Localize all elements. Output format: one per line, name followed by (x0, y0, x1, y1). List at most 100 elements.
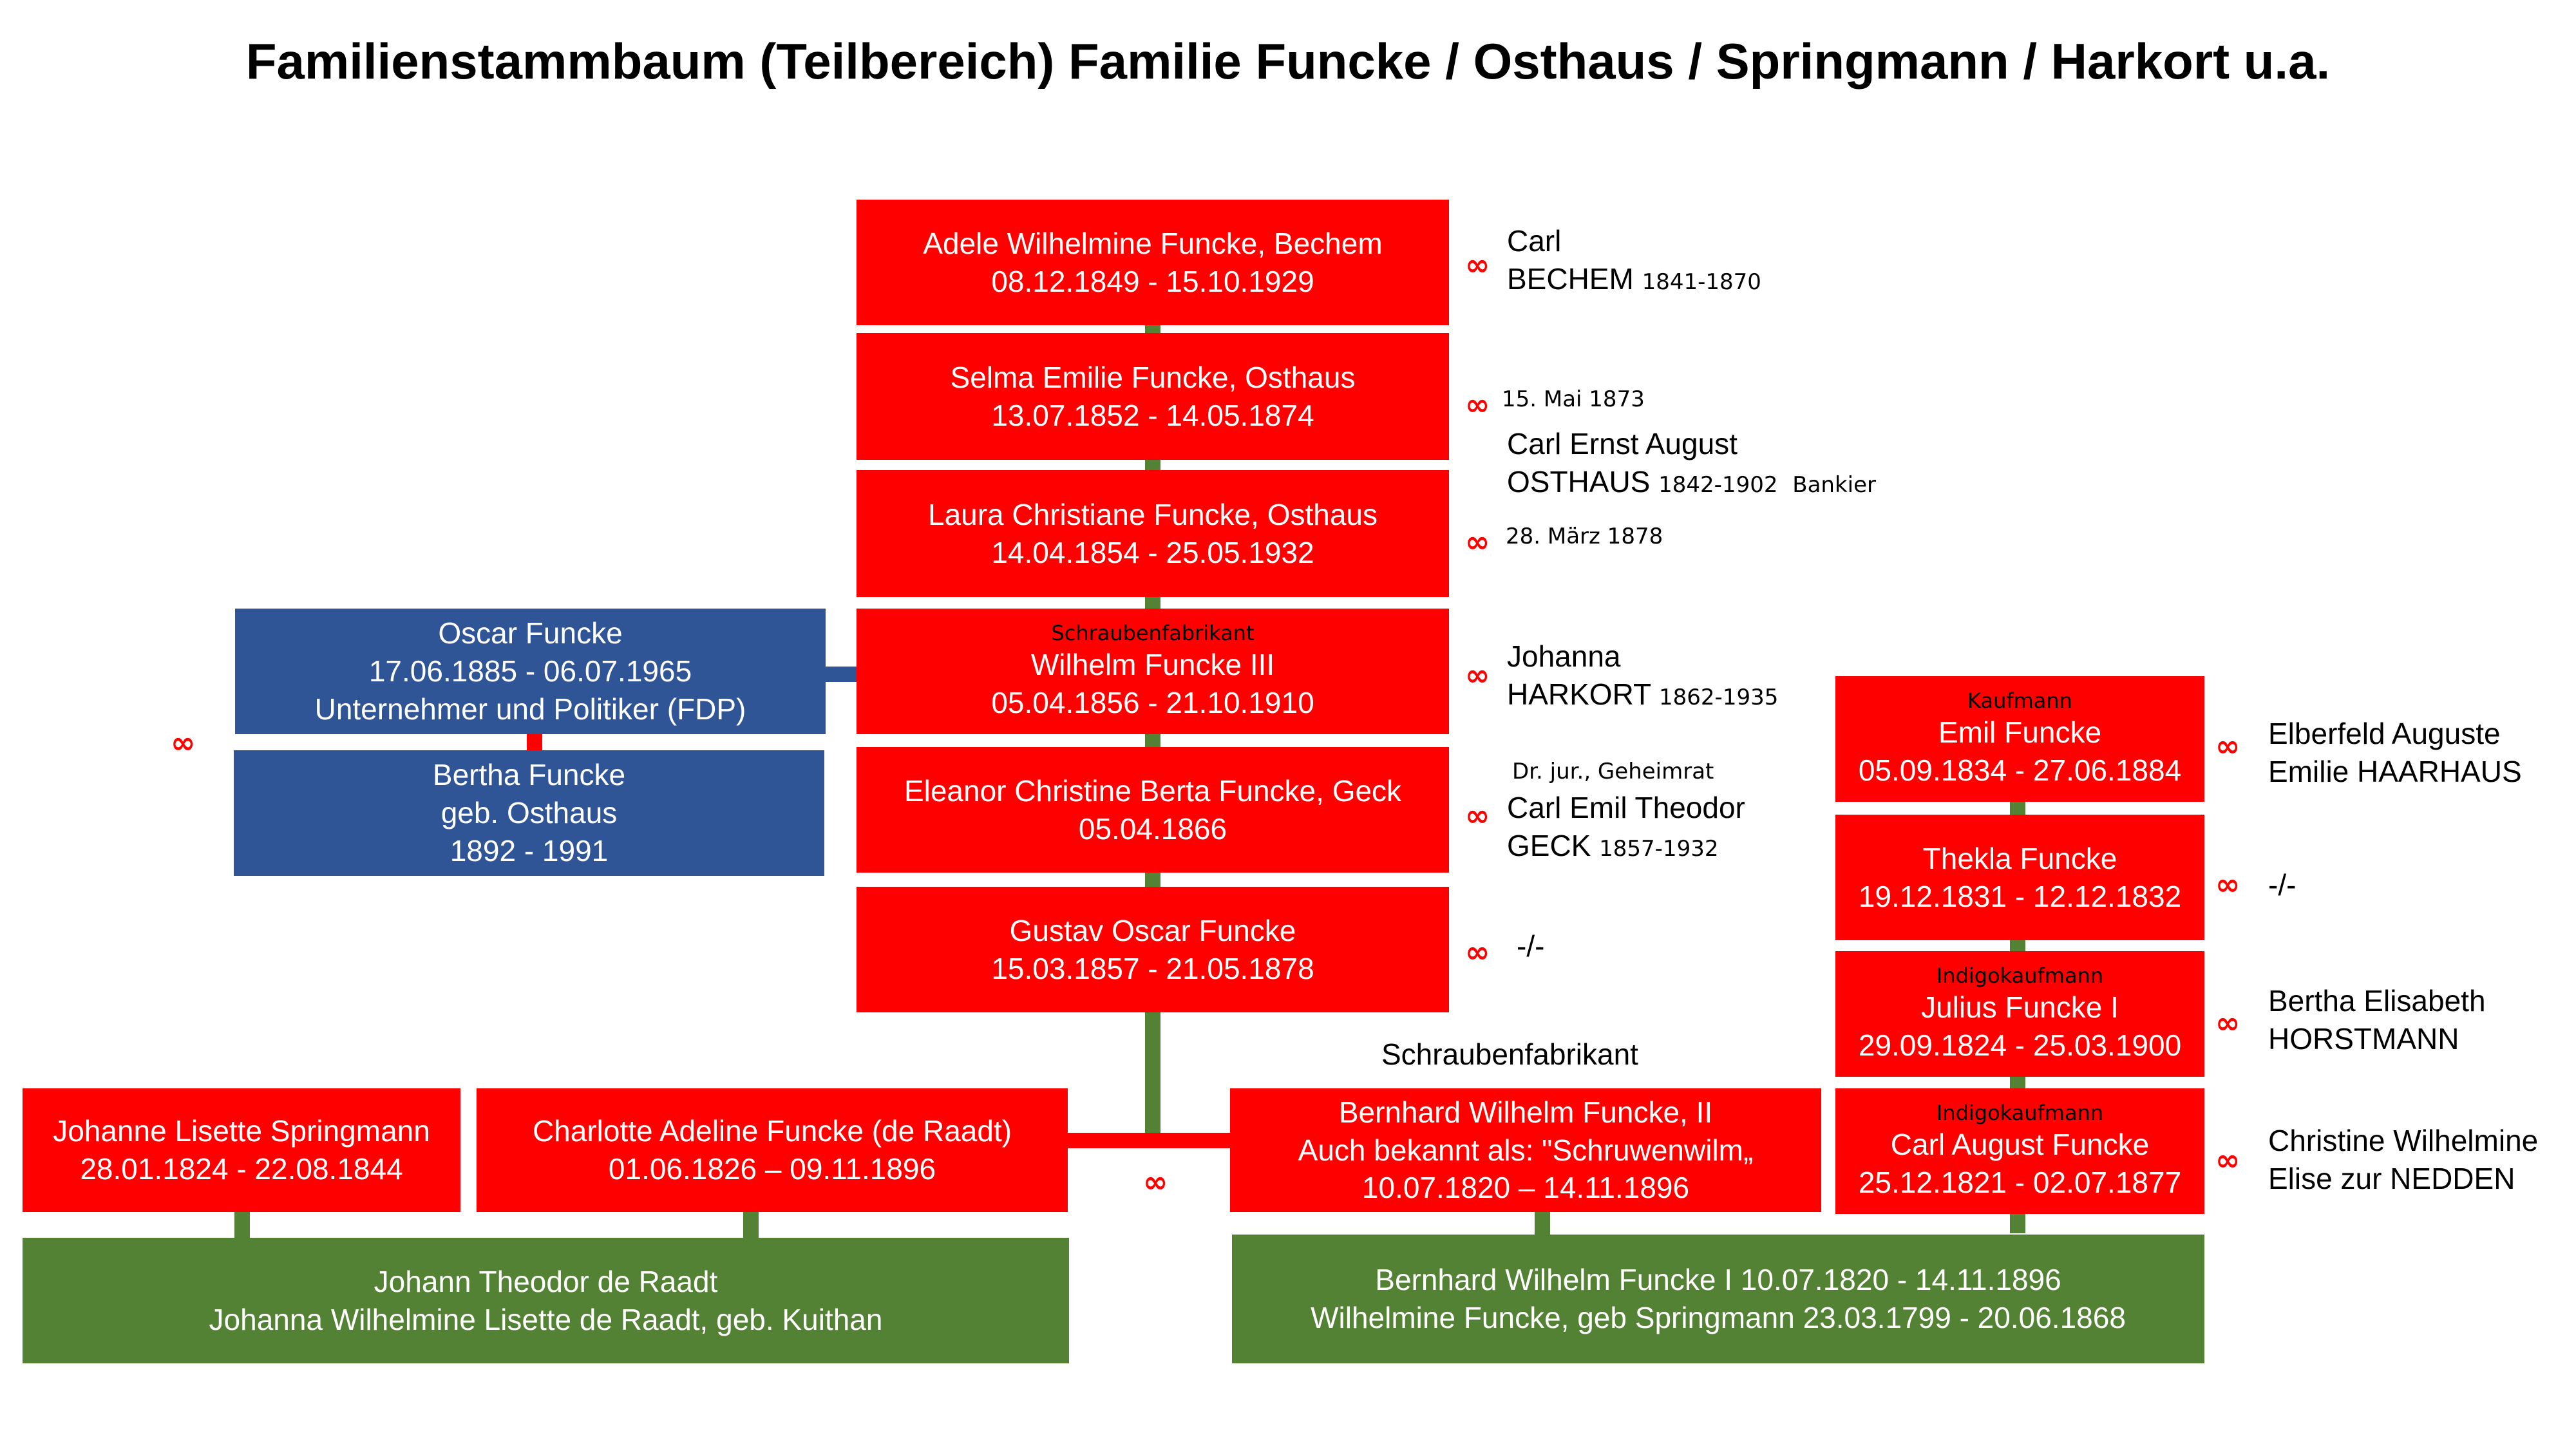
person-name: Charlotte Adeline Funcke (de Raadt) (532, 1114, 1012, 1148)
person-dates: 14.04.1854 - 25.05.1932 (991, 535, 1314, 569)
person-dates: 05.09.1834 - 27.06.1884 (1858, 753, 2182, 787)
person-dates: 15.03.1857 - 21.05.1878 (991, 951, 1314, 985)
person-name: Adele Wilhelmine Funcke, Bechem (923, 226, 1383, 260)
grandparent-line-1: Johann Theodor de Raadt (374, 1264, 718, 1298)
spouse-years: 1841-1870 (1642, 269, 1761, 295)
occupation-label: Kaufmann (1967, 688, 2072, 714)
person-name: Wilhelm Funcke III (1030, 647, 1275, 681)
person-name: Selma Emilie Funcke, Osthaus (950, 360, 1356, 394)
johanne-parent-line (234, 1212, 250, 1238)
person-dates: 10.07.1820 – 14.11.1896 (1361, 1171, 1690, 1205)
parents-marriage-line (1068, 1133, 1231, 1148)
marriage-symbol: ∞ (1465, 387, 1490, 422)
person-dates: 17.06.1885 - 06.07.1965 (368, 654, 692, 688)
spouse-harkort: Johanna HARKORT 1862-1935 (1507, 638, 1778, 714)
occupation-label: Schraubenfabrikant (1051, 621, 1255, 646)
person-oscar: Oscar Funcke 17.06.1885 - 06.07.1965 Unt… (235, 609, 826, 734)
person-dates: 08.12.1849 - 15.10.1929 (991, 264, 1314, 298)
person-name: Eleanor Christine Berta Funcke, Geck (904, 773, 1402, 808)
spouse-thekla: -/- (2268, 868, 2297, 902)
person-dates: 01.06.1826 – 09.11.1896 (608, 1152, 936, 1186)
person-dates: 13.07.1852 - 14.05.1874 (991, 398, 1314, 432)
page-title: Familienstammbaum (Teilbereich) Familie … (245, 33, 2331, 90)
person-dates: 19.12.1831 - 12.12.1832 (1858, 879, 2182, 913)
grandparent-line-2: Wilhelmine Funcke, geb Springmann 23.03.… (1311, 1301, 2126, 1334)
spouse-emil: Elberfeld Auguste Emilie HAARHAUS (2268, 715, 2522, 791)
person-dates: 05.04.1866 (1078, 811, 1227, 846)
oscar-wilhelm-connector (824, 667, 857, 682)
person-dates: 28.01.1824 - 22.08.1844 (80, 1152, 403, 1186)
spouse-none-gustav: -/- (1517, 929, 1545, 963)
marriage-symbol: ∞ (1465, 524, 1490, 559)
person-name: Johanne Lisette Springmann (53, 1114, 430, 1148)
grandparents-funcke: Bernhard Wilhelm Funcke I 10.07.1820 - 1… (1232, 1235, 2204, 1363)
person-eleanor: Eleanor Christine Berta Funcke, Geck 05.… (857, 747, 1449, 873)
grandparent-line-1: Bernhard Wilhelm Funcke I 10.07.1820 - 1… (1375, 1263, 2061, 1297)
spouse-years: 1857-1932 (1599, 835, 1719, 862)
marriage-symbol: ∞ (1465, 658, 1490, 692)
spouse-last-name: OSTHAUS (1507, 464, 1651, 498)
spouse-years: 1842-1902 (1658, 471, 1778, 498)
charlotte-parent-line (743, 1212, 759, 1238)
spouse-geck: Carl Emil Theodor GECK 1857-1932 (1507, 789, 1745, 865)
spouse-years: 1862-1935 (1659, 684, 1779, 710)
spouse-occupation: Bankier (1792, 471, 1877, 498)
spouse-line-2: HORSTMANN (2268, 1021, 2459, 1056)
marriage-date-selma: 15. Mai 1873 (1502, 386, 1645, 412)
person-name: Thekla Funcke (1922, 841, 2117, 875)
spouse-line-1: Christine Wilhelmine (2268, 1124, 2539, 1157)
person-dates: 1892 - 1991 (450, 833, 609, 867)
person-julius: Indigokaufmann Julius Funcke I 29.09.182… (1835, 951, 2204, 1077)
person-bernhard-ii: Bernhard Wilhelm Funcke, II Auch bekannt… (1230, 1088, 1821, 1212)
oscar-bertha-connector (527, 733, 542, 751)
person-gustav: Gustav Oscar Funcke 15.03.1857 - 21.05.1… (857, 887, 1449, 1012)
person-thekla: Thekla Funcke 19.12.1831 - 12.12.1832 (1835, 815, 2204, 940)
spouse-first-name: Carl (1507, 224, 1562, 258)
spouse-first-name: Johanna (1507, 639, 1621, 673)
person-bertha: Bertha Funcke geb. Osthaus 1892 - 1991 (234, 750, 824, 876)
occupation-label: Indigokaufmann (1936, 963, 2104, 989)
marriage-symbol: ∞ (2215, 1142, 2240, 1177)
person-name: Julius Funcke I (1921, 990, 2119, 1024)
marriage-symbol: ∞ (2215, 1005, 2240, 1040)
person-name: Carl August Funcke (1890, 1127, 2150, 1161)
grandparent-line-2: Johanna Wilhelmine Lisette de Raadt, geb… (209, 1302, 883, 1336)
spouse-carl-august: Christine Wilhelmine Elise zur NEDDEN (2268, 1122, 2538, 1198)
spouse-julius: Bertha Elisabeth HORSTMANN (2268, 982, 2486, 1058)
person-emil: Kaufmann Emil Funcke 05.09.1834 - 27.06.… (1835, 676, 2204, 802)
bernhard-parent-line (1535, 1212, 1550, 1238)
spouse-last-name: GECK (1507, 828, 1591, 862)
grandparents-de-raadt: Johann Theodor de Raadt Johanna Wilhelmi… (23, 1238, 1069, 1363)
marriage-symbol: ∞ (171, 725, 196, 760)
occupation-label: Indigokaufmann (1936, 1101, 2104, 1126)
marriage-symbol: ∞ (1465, 247, 1490, 282)
person-maiden-name: geb. Osthaus (440, 796, 618, 830)
person-name: Bertha Funcke (432, 758, 626, 792)
person-laura: Laura Christiane Funcke, Osthaus 14.04.1… (857, 470, 1449, 597)
spouse-bechem: Carl BECHEM 1841-1870 (1507, 222, 1761, 298)
person-selma: Selma Emilie Funcke, Osthaus 13.07.1852 … (857, 333, 1449, 460)
spouse-first-name: Carl Emil Theodor (1507, 791, 1745, 824)
marriage-symbol: ∞ (1143, 1164, 1168, 1199)
spouse-osthaus: Carl Ernst August OSTHAUS 1842-1902 Bank… (1507, 425, 1876, 501)
marriage-date-laura: 28. März 1878 (1506, 524, 1663, 549)
person-name: Gustav Oscar Funcke (1009, 913, 1296, 947)
spouse-last-name: HARKORT (1507, 677, 1651, 711)
person-johanne: Johanne Lisette Springmann 28.01.1824 - … (23, 1088, 460, 1212)
person-wilhelm: Schraubenfabrikant Wilhelm Funcke III 05… (857, 609, 1449, 734)
person-name: Emil Funcke (1938, 715, 2102, 749)
person-dates: 29.09.1824 - 25.03.1900 (1858, 1028, 2182, 1062)
spouse-line-1: Bertha Elisabeth (2268, 984, 2486, 1018)
person-name: Oscar Funcke (438, 616, 623, 650)
person-carl-august: Indigokaufmann Carl August Funcke 25.12.… (1835, 1088, 2204, 1214)
occupation-label-bernhard: Schraubenfabrikant (1381, 1037, 1638, 1071)
person-name: Laura Christiane Funcke, Osthaus (927, 497, 1378, 531)
person-name: Bernhard Wilhelm Funcke, II (1338, 1095, 1713, 1129)
person-role: Unternehmer und Politiker (FDP) (314, 692, 746, 726)
marriage-symbol: ∞ (2215, 867, 2240, 902)
spouse-line-1: Elberfeld Auguste (2268, 717, 2501, 750)
spouse-last-name: BECHEM (1507, 261, 1634, 296)
person-nickname: Auch bekannt als: "Schruwenwilm„ (1298, 1133, 1754, 1167)
spouse-line-2: Emilie HAARHAUS (2268, 754, 2522, 788)
person-adele: Adele Wilhelmine Funcke, Bechem 08.12.18… (857, 200, 1449, 325)
